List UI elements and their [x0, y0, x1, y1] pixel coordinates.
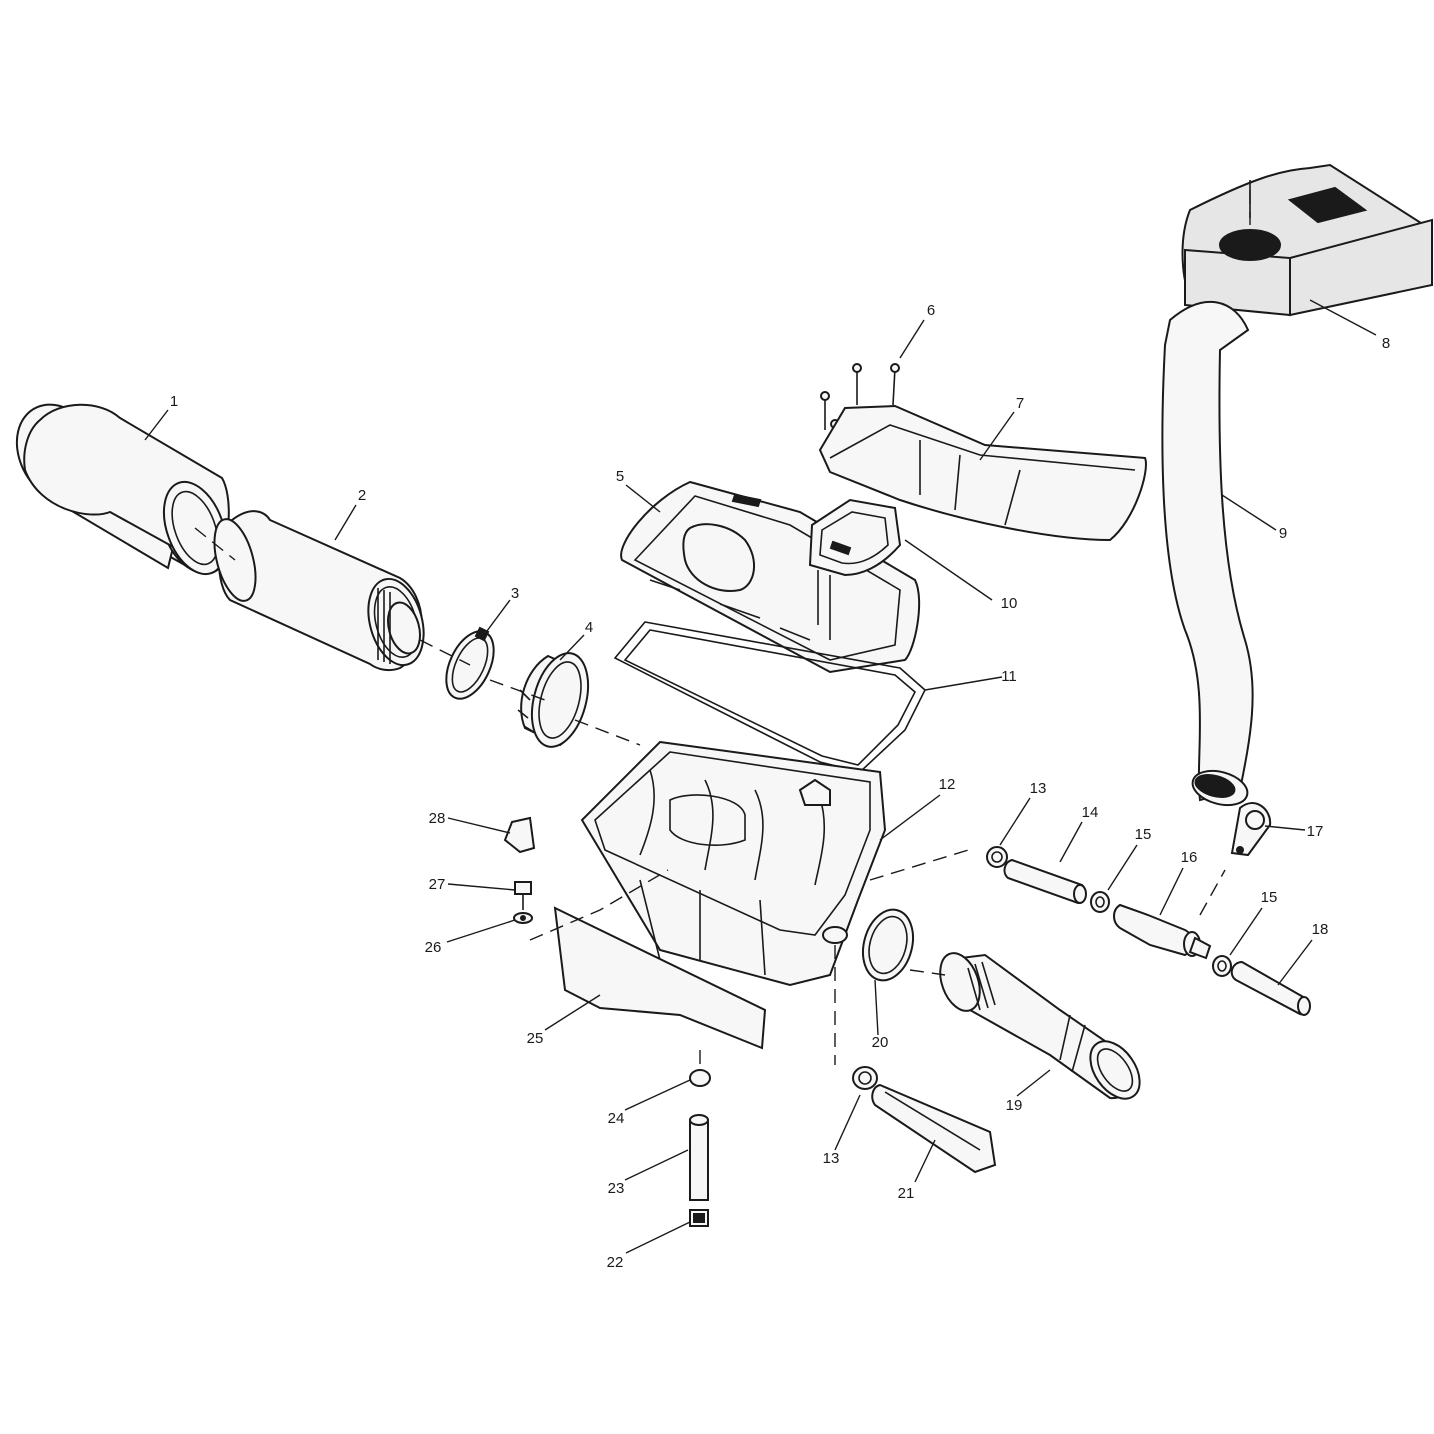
- part-4-adapter-ring: [517, 652, 590, 748]
- callout-28: 28: [429, 810, 446, 827]
- part-17-mounting-clamp: [1230, 802, 1272, 857]
- part-13-clamp-upper: [986, 846, 1008, 868]
- callout-15-left: 15: [1135, 826, 1152, 843]
- part-16-check-valve: [1113, 903, 1212, 960]
- callout-4: 4: [585, 619, 593, 636]
- callout-15-right: 15: [1261, 889, 1278, 906]
- part-22-drain-plug: [689, 1209, 709, 1227]
- callout-22: 22: [607, 1254, 624, 1271]
- callout-26: 26: [425, 939, 442, 956]
- part-8-foam-block: [1181, 163, 1433, 317]
- callout-12: 12: [939, 776, 956, 793]
- part-19-outlet-boot: [939, 952, 1141, 1100]
- part-18-hose: [1230, 960, 1311, 1016]
- part-28-clip: [503, 816, 536, 854]
- part-12-airbox: [580, 740, 887, 987]
- callout-21: 21: [898, 1185, 915, 1202]
- part-25-shield-panel: [553, 906, 767, 1050]
- callout-24: 24: [608, 1110, 625, 1127]
- part-10-gasket-plate: [808, 498, 902, 640]
- part-14-hose: [1003, 858, 1087, 905]
- callout-3: 3: [511, 585, 519, 602]
- callout-16: 16: [1181, 849, 1198, 866]
- callout-23: 23: [608, 1180, 625, 1197]
- callout-1: 1: [170, 393, 178, 410]
- part-15-clamp-right: [1212, 955, 1232, 977]
- part-9-intake-tube: [1161, 301, 1254, 807]
- callout-10: 10: [1001, 595, 1018, 612]
- callout-11: 11: [1001, 668, 1017, 685]
- callout-8: 8: [1382, 335, 1390, 352]
- callout-14: 14: [1082, 804, 1099, 821]
- part-1-prefilter-sleeve: [15, 403, 231, 576]
- callout-6: 6: [927, 302, 935, 319]
- part-2-filter-element: [213, 510, 425, 672]
- part-26-washer: [513, 912, 533, 924]
- part-5-airbox-lid: [620, 480, 921, 674]
- part-23-drain-hose: [689, 1114, 709, 1201]
- callout-20: 20: [872, 1034, 889, 1051]
- part-24-clamp-drain: [689, 1069, 711, 1087]
- callout-25: 25: [527, 1030, 544, 1047]
- part-11-seal: [613, 621, 926, 773]
- callout-labels: 1 2 3 4 5 6 7 8 9 10 11 12 13 14 15 16 1…: [170, 302, 1390, 1271]
- callout-18: 18: [1312, 921, 1329, 938]
- part-13-clamp-lower: [852, 1066, 878, 1090]
- callout-9: 9: [1279, 525, 1287, 542]
- part-20-o-ring: [862, 908, 914, 982]
- callout-27: 27: [429, 876, 446, 893]
- part-21-breather-hose: [871, 1083, 997, 1174]
- part-27-bolt: [514, 881, 532, 910]
- part-7-intake-duct: [818, 404, 1147, 542]
- callout-5: 5: [616, 468, 624, 485]
- callout-2: 2: [358, 487, 366, 504]
- assembly-lines: [194, 190, 1251, 1070]
- callout-7: 7: [1016, 395, 1024, 412]
- callout-13-lower: 13: [823, 1150, 840, 1167]
- callout-17: 17: [1307, 823, 1324, 840]
- callout-13-upper: 13: [1030, 780, 1047, 797]
- callout-19: 19: [1006, 1097, 1023, 1114]
- part-15-clamp-left: [1090, 891, 1110, 913]
- leader-lines: [144, 299, 1377, 1254]
